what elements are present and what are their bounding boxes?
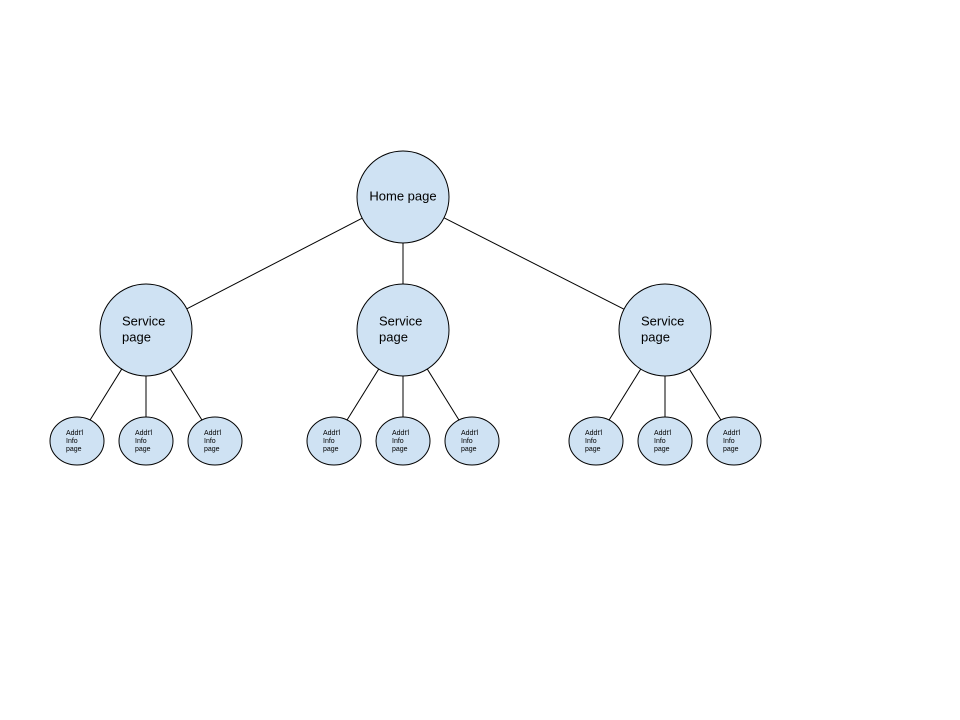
node-label-line: Info — [204, 438, 216, 445]
node-label-line: page — [135, 446, 151, 453]
edge-service-1-to-child-1 — [89, 368, 123, 421]
node-label-line: Addt'l — [135, 430, 153, 437]
edge-service-2-to-child-1 — [346, 368, 380, 421]
node-label-line: Addt'l — [723, 430, 741, 437]
edge-service-1-to-child-3 — [169, 368, 203, 421]
node-label-line: Info — [323, 438, 335, 445]
nodes: Home pageServicepageAddt'lInfopageAddt'l… — [49, 150, 762, 466]
edges — [89, 217, 722, 421]
node-label-line: page — [379, 329, 408, 344]
node-label-line: page — [392, 446, 408, 453]
node-label-line: page — [654, 446, 670, 453]
node-label-line: Info — [585, 438, 597, 445]
node-label-line: Info — [723, 438, 735, 445]
node-label-line: page — [204, 446, 220, 453]
node-label-line: Info — [135, 438, 147, 445]
node-label-line: Addt'l — [654, 430, 672, 437]
edge-home-to-service-1 — [186, 217, 363, 310]
node-label-line: page — [723, 446, 739, 453]
node-label-line: page — [323, 446, 339, 453]
node-label-line: Home page — [369, 188, 436, 203]
home-page-node: Home page — [356, 150, 450, 244]
node-label-line: Addt'l — [585, 430, 603, 437]
node-label-line: Service — [641, 313, 684, 328]
node-label-line: Addt'l — [323, 430, 341, 437]
node-label-line: Addt'l — [204, 430, 222, 437]
node-label-line: Addt'l — [66, 430, 84, 437]
node-label-line: Addt'l — [461, 430, 479, 437]
node-label-line: page — [122, 329, 151, 344]
node-label-line: page — [641, 329, 670, 344]
node-label-line: Service — [379, 313, 422, 328]
node-label-line: Info — [461, 438, 473, 445]
edge-service-3-to-child-1 — [608, 368, 642, 421]
node-label-line: page — [585, 446, 601, 453]
edge-service-2-to-child-3 — [426, 368, 460, 421]
node-label-line: Info — [654, 438, 666, 445]
node-label-line: page — [461, 446, 477, 453]
node-label-line: page — [66, 446, 82, 453]
node-label-line: Info — [392, 438, 404, 445]
node-label-line: Info — [66, 438, 78, 445]
edge-home-to-service-3 — [443, 217, 625, 310]
node-label-line: Service — [122, 313, 165, 328]
node-label-line: Addt'l — [392, 430, 410, 437]
edge-service-3-to-child-3 — [688, 368, 722, 421]
